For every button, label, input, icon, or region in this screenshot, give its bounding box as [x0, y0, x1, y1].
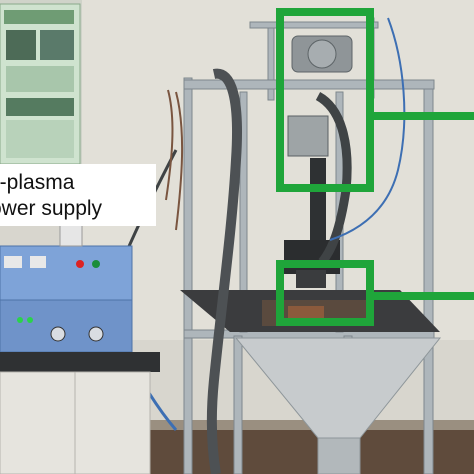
floor-shadow [150, 430, 474, 474]
highlight-box-torch [276, 8, 374, 192]
cable [329, 17, 406, 241]
label-line-2: ower supply [0, 197, 103, 220]
cable [165, 89, 174, 201]
highlight-overlay [276, 8, 474, 326]
torch-nozzle [296, 270, 326, 288]
cable [175, 91, 184, 231]
poster-image [0, 3, 81, 165]
deposit-sample [288, 306, 324, 320]
power-supply-unit [0, 299, 133, 353]
torch-mount [287, 115, 329, 157]
hopper-outlet [317, 437, 361, 474]
hose [206, 68, 243, 474]
bench-top [0, 352, 160, 372]
label-line-1: u-plasma [0, 171, 75, 194]
power-supply-icon [0, 245, 133, 301]
power-supply-label: u-plasma ower supply [0, 164, 156, 226]
